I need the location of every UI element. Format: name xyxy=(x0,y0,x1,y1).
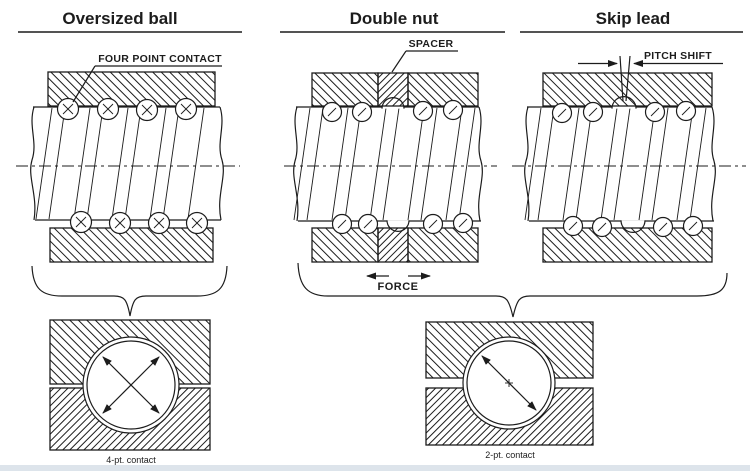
ball xyxy=(591,216,613,238)
force-annotation: FORCE xyxy=(366,272,431,293)
panel-title: Skip lead xyxy=(596,9,671,28)
shaft-break-right xyxy=(219,106,224,221)
shaft-break-right xyxy=(711,106,716,222)
detail-caption: 4-pt. contact xyxy=(106,455,156,465)
ball xyxy=(357,213,379,235)
shaft-break-left xyxy=(293,106,299,222)
ball xyxy=(147,211,171,235)
thread-flanks xyxy=(35,107,205,220)
pitch-shift-callout: PITCH SHIFT xyxy=(578,50,723,102)
nut-b-bottom xyxy=(407,227,479,263)
ball xyxy=(562,215,584,237)
shaft-break-left xyxy=(524,106,530,222)
extension-line xyxy=(625,55,631,102)
ball xyxy=(174,97,198,121)
panel-oversized-ball: Oversized ball xyxy=(16,9,242,263)
contact-arrows xyxy=(102,356,160,414)
ball xyxy=(675,100,697,122)
panel-title: Double nut xyxy=(350,9,439,28)
page-edge-strip xyxy=(0,465,750,471)
callout-label: SPACER xyxy=(409,38,454,50)
spacer-bottom xyxy=(377,227,409,263)
panel-skip-lead: Skip lead xyxy=(512,9,746,263)
ball xyxy=(96,97,120,121)
screw-shaft xyxy=(512,96,746,233)
ball xyxy=(652,216,674,238)
balls-four-point xyxy=(56,97,209,235)
ball xyxy=(551,102,573,124)
contact-arrow xyxy=(481,355,537,411)
thread-flanks xyxy=(524,107,707,221)
spacer-callout: SPACER xyxy=(391,38,458,73)
ball xyxy=(135,98,159,122)
ball xyxy=(412,100,434,122)
screw-shaft xyxy=(16,106,240,221)
panel-double-nut: Double nut xyxy=(280,9,505,293)
thread-flanks xyxy=(293,107,476,221)
force-label: FORCE xyxy=(378,281,419,293)
ball xyxy=(582,101,604,123)
callout-label: FOUR POINT CONTACT xyxy=(98,53,222,65)
ball xyxy=(56,97,80,121)
shaft-break-left xyxy=(30,106,36,221)
ball xyxy=(321,101,343,123)
four-point-contact-callout: FOUR POINT CONTACT xyxy=(72,53,222,103)
ball-circle xyxy=(466,340,552,426)
ball xyxy=(682,215,704,237)
spacer-top xyxy=(377,72,409,107)
ball xyxy=(442,99,464,121)
ball xyxy=(351,101,373,123)
balls-two-point xyxy=(321,99,474,235)
extension-line xyxy=(619,55,624,102)
two-point-detail: 2-pt. contact xyxy=(425,321,594,460)
callout-label: PITCH SHIFT xyxy=(644,50,712,62)
four-point-detail: 4-pt. contact xyxy=(49,319,211,465)
ball xyxy=(422,213,444,235)
panel-title: Oversized ball xyxy=(62,9,177,28)
ball xyxy=(452,212,474,234)
ball-circle xyxy=(86,340,176,430)
screw-shaft xyxy=(284,97,497,232)
ball xyxy=(185,211,209,235)
ball xyxy=(108,211,132,235)
leader-line xyxy=(72,65,96,103)
nut-b-top xyxy=(407,72,479,107)
brace-oversized-to-detail xyxy=(31,265,228,317)
ball xyxy=(69,210,93,234)
balls-two-point xyxy=(551,100,704,238)
nut-a-top xyxy=(311,72,379,107)
ball xyxy=(331,213,353,235)
leader-line xyxy=(391,50,407,73)
ball xyxy=(644,101,666,123)
detail-caption: 2-pt. contact xyxy=(485,450,535,460)
shaft-break-right xyxy=(478,106,483,222)
brace-doublenut-skiplead-to-detail xyxy=(297,262,728,318)
nut-block-bottom xyxy=(49,227,214,263)
